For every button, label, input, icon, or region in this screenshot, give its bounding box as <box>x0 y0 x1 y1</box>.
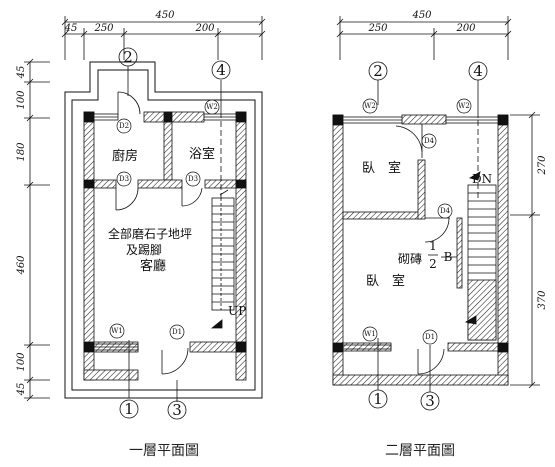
second-floor-walls <box>332 114 509 386</box>
second-floor-dim-right: 200 <box>455 23 476 34</box>
first-floor-partition-wall <box>163 121 173 181</box>
first-floor-side-dimensions <box>24 58 50 402</box>
first-floor-doors <box>115 91 203 375</box>
first-floor-tag-d1: D1 <box>172 328 182 336</box>
first-floor-dim-side-4: 460 <box>16 255 27 276</box>
first-floor-floor-note-line-1: 全部磨石子地坪 <box>108 226 192 241</box>
second-floor-axis-1: 1 <box>373 390 383 408</box>
first-floor-east-wall <box>235 111 247 381</box>
first-floor-west-wall <box>83 111 95 381</box>
first-floor-dim-side-1: 45 <box>16 66 27 80</box>
second-floor-top-dimensions <box>336 16 512 60</box>
second-floor-dim-side-2: 370 <box>537 290 548 310</box>
first-floor-axis-2-bubble <box>118 47 138 67</box>
first-floor-room-kitchen: 廚房 <box>112 148 138 164</box>
second-floor-north-wall <box>401 114 447 125</box>
first-floor-dim-side-5: 100 <box>16 352 27 372</box>
second-floor-room-bed1: 臥 室 <box>362 160 401 176</box>
second-floor-partition-horizontal <box>342 211 422 220</box>
first-floor-tag-w1: W1 <box>111 327 123 335</box>
first-floor-dim-total: 450 <box>154 10 175 21</box>
first-floor-stair-label: UP <box>228 304 246 318</box>
second-floor-fraction-den: 2 <box>429 257 437 271</box>
first-floor-axes <box>118 47 231 420</box>
second-floor-stair <box>464 120 497 341</box>
second-floor-axis-1-bubble <box>368 389 388 409</box>
first-floor-caption: 一層平面圖 <box>129 443 199 459</box>
first-floor-dim-side-2: 100 <box>16 90 27 110</box>
first-floor-south-wall-left <box>83 369 139 381</box>
second-floor-stair-label: DN <box>472 172 492 186</box>
first-floor-axis-2: 2 <box>123 48 133 66</box>
first-floor-axis-1: 1 <box>124 400 134 418</box>
second-floor-room-bed2: 臥 室 <box>366 273 405 289</box>
first-floor-dim-side-6: 45 <box>16 383 27 397</box>
first-floor-plan: 450 45 250 200 45 100 180 460 100 45 <box>16 10 266 459</box>
first-floor-tag-d2: D2 <box>119 122 129 130</box>
second-floor-south-wall <box>332 374 509 386</box>
second-floor-axis-2: 2 <box>373 62 383 80</box>
second-floor-tag-d4b: D4 <box>440 207 451 215</box>
second-floor-dim-total: 450 <box>411 10 432 21</box>
first-floor-dim-left: 45 <box>64 23 78 34</box>
first-floor-north-wall <box>143 111 205 123</box>
first-floor-axis-3-bubble <box>167 400 187 420</box>
second-floor-tag-w2a: W2 <box>364 102 376 110</box>
first-floor-axis-3: 3 <box>172 401 182 419</box>
first-floor-top-dimensions <box>61 16 266 60</box>
second-floor-partition-vertical <box>417 159 426 220</box>
first-floor-tag-d3a: D3 <box>119 175 129 183</box>
first-floor-room-bath: 浴室 <box>189 146 215 162</box>
first-floor-floor-note-line-2: 及踢腳 <box>126 243 162 257</box>
second-floor-axis-2-bubble <box>368 61 388 81</box>
second-floor-tag-d1: D1 <box>425 333 435 341</box>
first-floor-tag-d3b: D3 <box>188 175 198 183</box>
first-floor-axis-4-bubble <box>211 60 231 80</box>
first-floor-site-outline <box>64 61 263 399</box>
first-floor-axis-4: 4 <box>216 61 226 79</box>
second-floor-wall-note: 砌磚 <box>398 252 422 266</box>
second-floor-axis-4-bubble <box>468 61 488 81</box>
second-floor-windows <box>342 116 499 350</box>
first-floor-axis-1-bubble <box>119 399 139 419</box>
second-floor-axis-3: 3 <box>425 392 435 410</box>
second-floor-axes <box>368 61 488 411</box>
second-floor-plan: 450 250 200 270 370 <box>332 10 548 459</box>
first-floor-dim-mid: 250 <box>93 23 114 34</box>
first-floor-room-living: 客廳 <box>140 258 166 274</box>
second-floor-tag-w1: W1 <box>364 330 376 338</box>
first-floor-windows <box>93 113 237 351</box>
second-floor-caption: 二層平面圖 <box>385 443 455 459</box>
first-floor-dim-side-3: 180 <box>16 142 27 162</box>
second-floor-side-dimensions <box>510 111 540 389</box>
second-floor-tag-w2b: W2 <box>458 102 470 110</box>
first-floor-stair <box>210 189 235 329</box>
second-floor-tag-d4a: D4 <box>424 137 435 145</box>
second-floor-axis-3-bubble <box>420 391 440 411</box>
first-floor-tag-w2: W2 <box>206 103 218 111</box>
second-floor-tags <box>362 98 472 345</box>
second-floor-dim-side-1: 270 <box>537 155 548 176</box>
second-floor-dim-left: 250 <box>367 23 388 34</box>
first-floor-dim-right: 200 <box>194 23 215 34</box>
second-floor-axis-4: 4 <box>473 62 483 80</box>
second-floor-fraction-num: 1 <box>429 239 437 253</box>
first-floor-tags <box>109 99 220 340</box>
